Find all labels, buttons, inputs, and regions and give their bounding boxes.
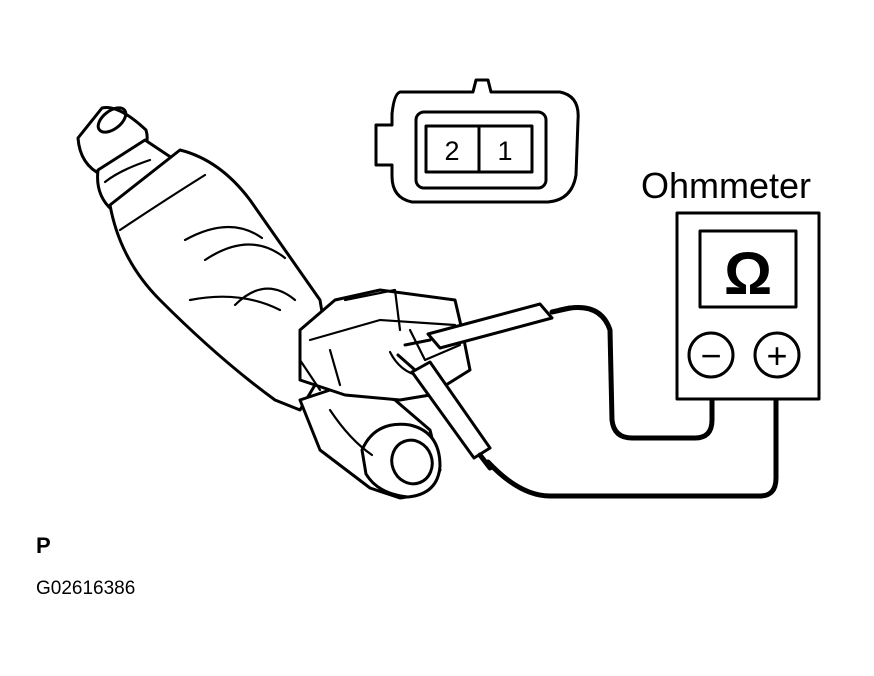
connector-face-icon xyxy=(374,78,580,204)
plus-terminal: + xyxy=(766,335,787,376)
lead-minus-wire xyxy=(557,305,715,441)
ohmmeter-icon xyxy=(675,211,821,401)
fuel-injector-icon xyxy=(76,105,442,500)
meter-label: Ohmmeter xyxy=(641,165,811,206)
figure-id: G02616386 xyxy=(36,578,135,599)
probe-upper xyxy=(403,302,573,350)
figure-code: P xyxy=(36,533,51,558)
lead-plus-wire xyxy=(485,392,779,499)
terminal-2-label: 2 xyxy=(444,136,459,166)
minus-terminal: − xyxy=(700,335,721,376)
ohm-symbol: Ω xyxy=(724,240,772,307)
terminal-1-label: 1 xyxy=(497,136,512,166)
probe-lower xyxy=(396,353,493,471)
